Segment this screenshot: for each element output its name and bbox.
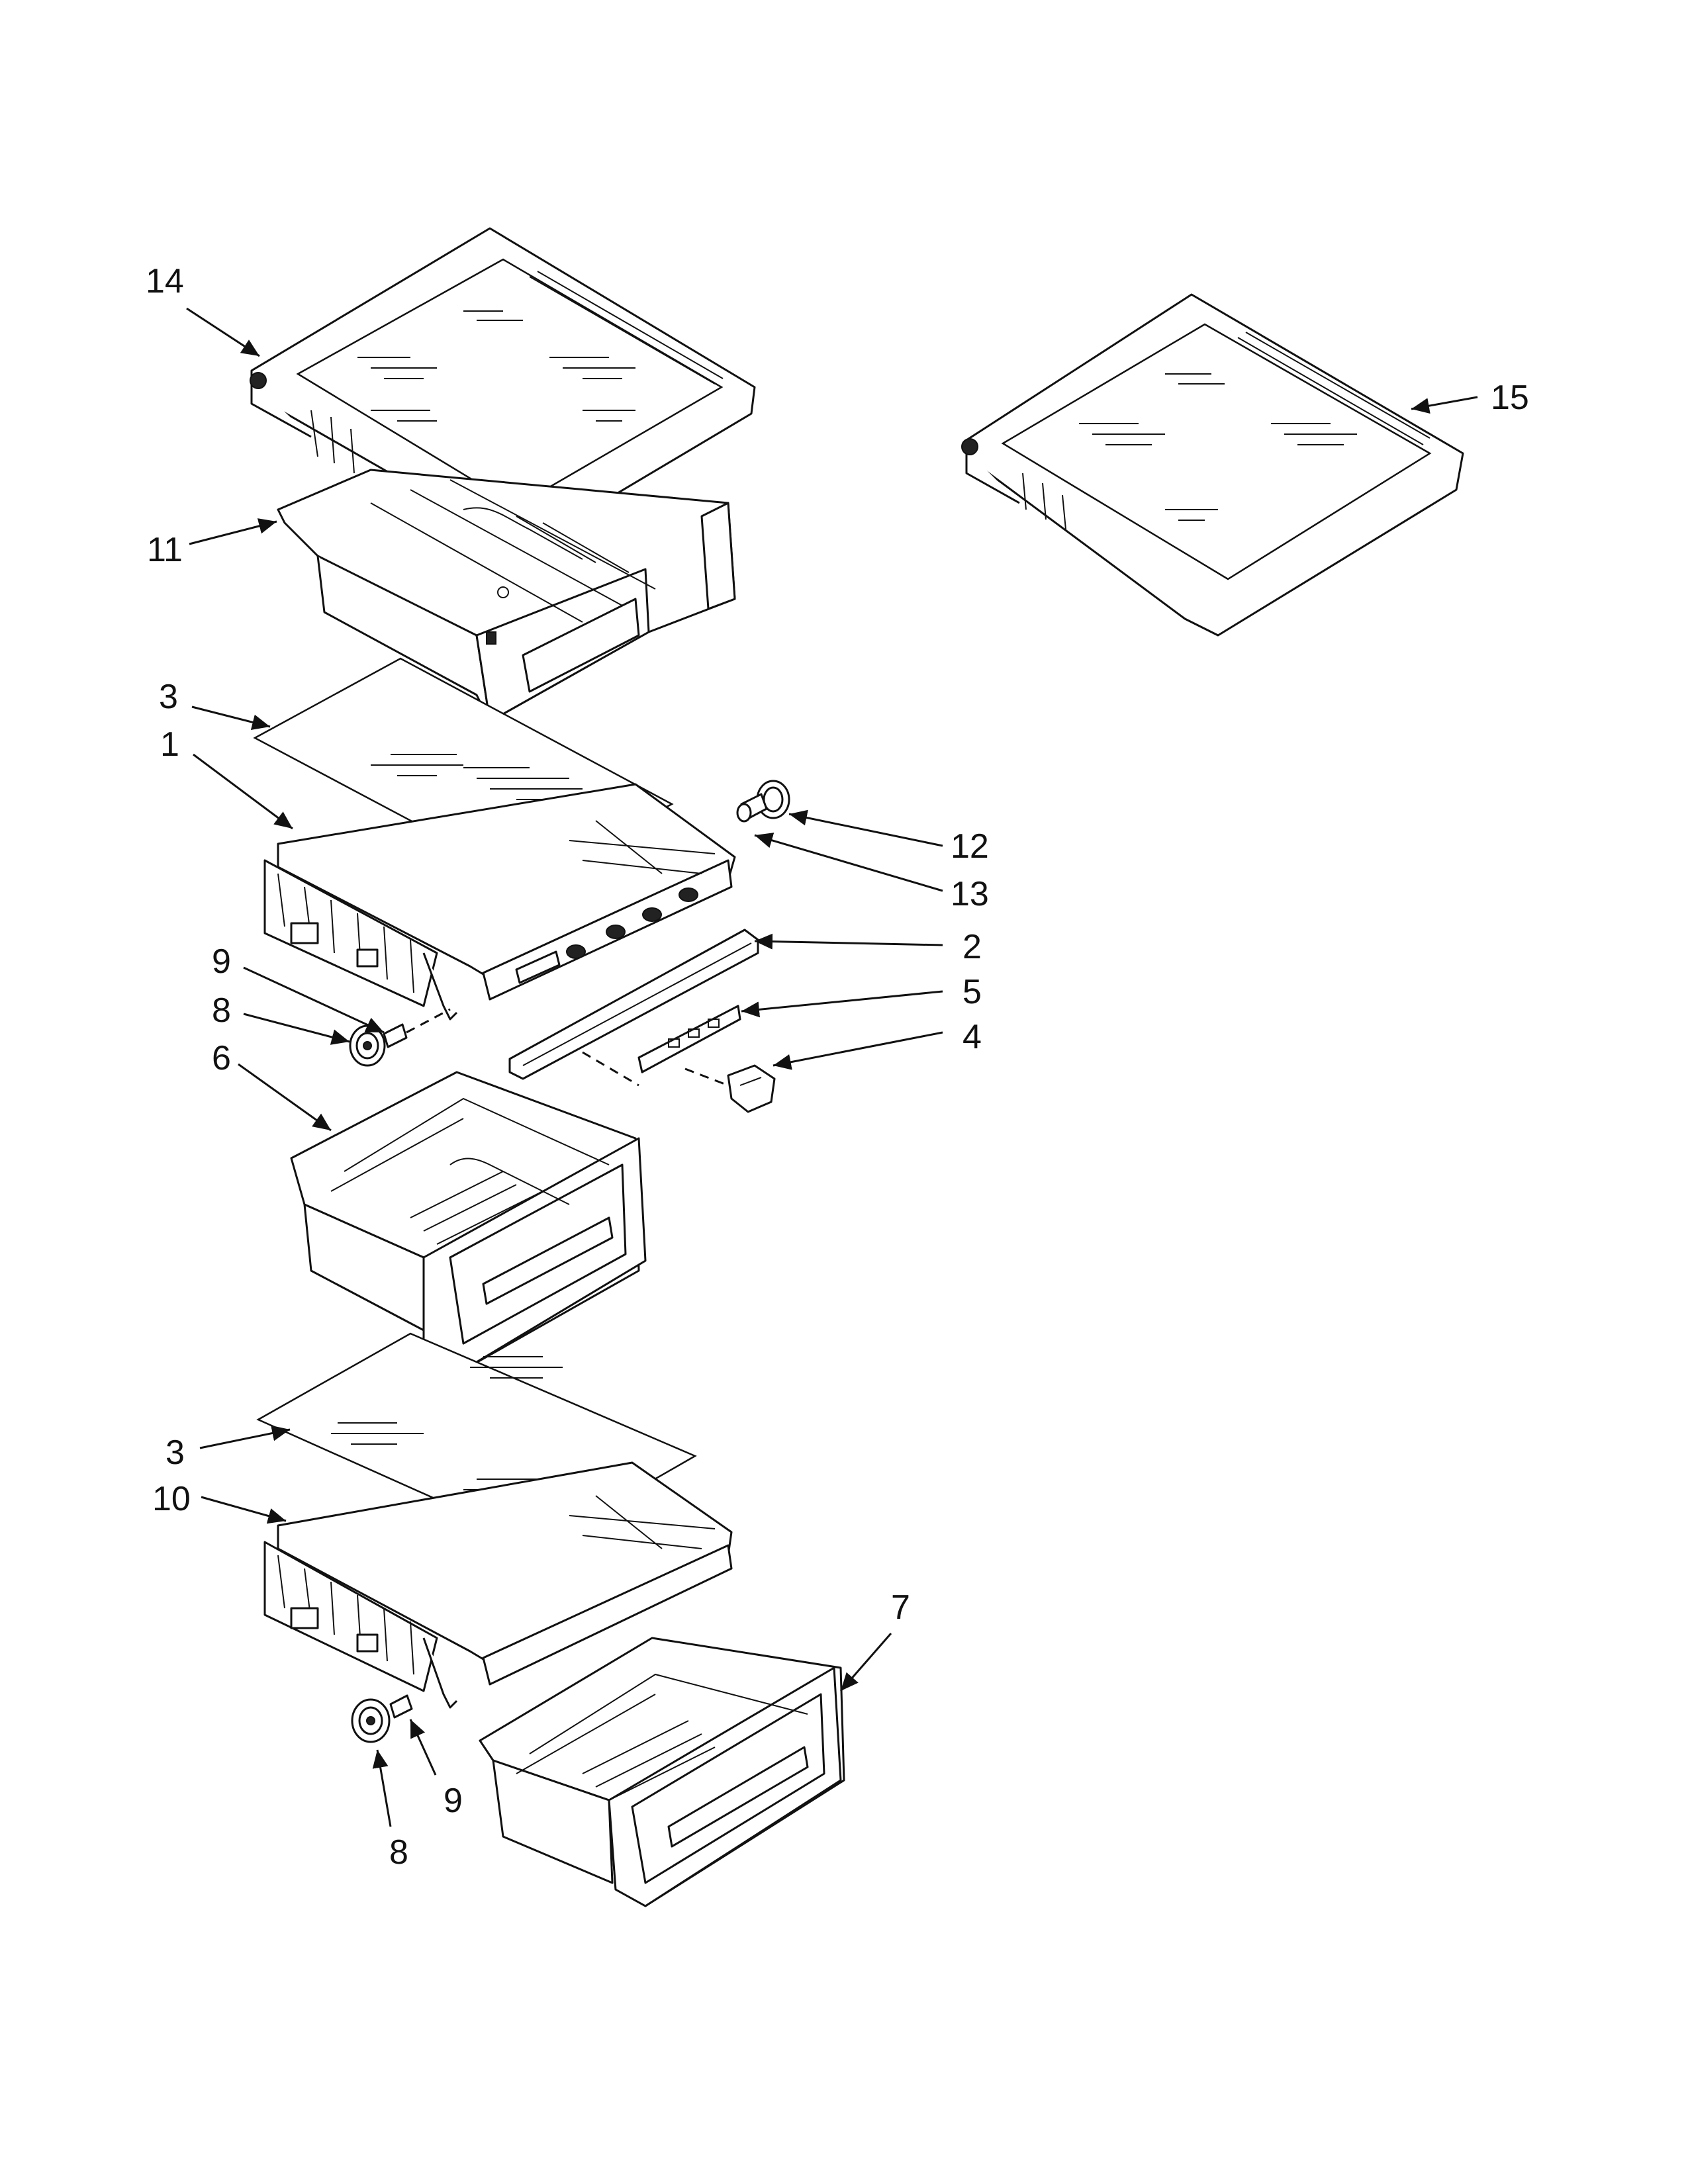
callout-11: 11 [147, 531, 183, 569]
bracket-part-5 [582, 1005, 741, 1087]
callout-labels: 14 11 15 3 1 12 13 2 5 4 9 8 6 3 10 7 9 … [146, 262, 1529, 1872]
callout-6: 6 [212, 1039, 231, 1077]
callout-15: 15 [1491, 379, 1529, 417]
glass-hatch-14 [357, 310, 635, 422]
callout-2: 2 [962, 928, 982, 966]
cover-frame-part-10 [263, 1461, 733, 1709]
callout-7: 7 [891, 1588, 910, 1627]
front-rail-part-2 [508, 929, 759, 1080]
callout-9-upper: 9 [212, 942, 231, 981]
shelf-part-15 [961, 293, 1464, 637]
callout-5: 5 [962, 973, 982, 1011]
pin-part-9-lower [389, 1694, 413, 1719]
callout-1: 1 [160, 725, 179, 764]
roller-part-8-upper [349, 1024, 386, 1067]
pan-part-11 [277, 469, 736, 723]
callout-3-lower: 3 [165, 1433, 185, 1472]
drawer-part-7 [479, 1637, 845, 1907]
clip-part-4 [684, 1064, 776, 1113]
callout-8-lower: 8 [389, 1833, 408, 1872]
shelf-part-14 [250, 227, 756, 551]
callout-3-upper: 3 [159, 678, 178, 716]
callout-12: 12 [951, 827, 989, 866]
glass-hatch-15 [1079, 373, 1357, 521]
drawer-part-6 [290, 1071, 647, 1371]
callout-4: 4 [962, 1018, 982, 1056]
cover-frame-part-1 [263, 783, 736, 1021]
callout-13: 13 [951, 875, 989, 913]
axle-part-13 [736, 793, 768, 823]
roller-part-8-lower [351, 1698, 391, 1743]
callout-9-lower: 9 [444, 1782, 463, 1820]
callout-14: 14 [146, 262, 184, 300]
callout-10: 10 [152, 1480, 191, 1518]
leader-lines [186, 307, 1478, 1827]
callout-8-upper: 8 [212, 991, 231, 1030]
pin-part-9-upper [383, 1008, 451, 1048]
